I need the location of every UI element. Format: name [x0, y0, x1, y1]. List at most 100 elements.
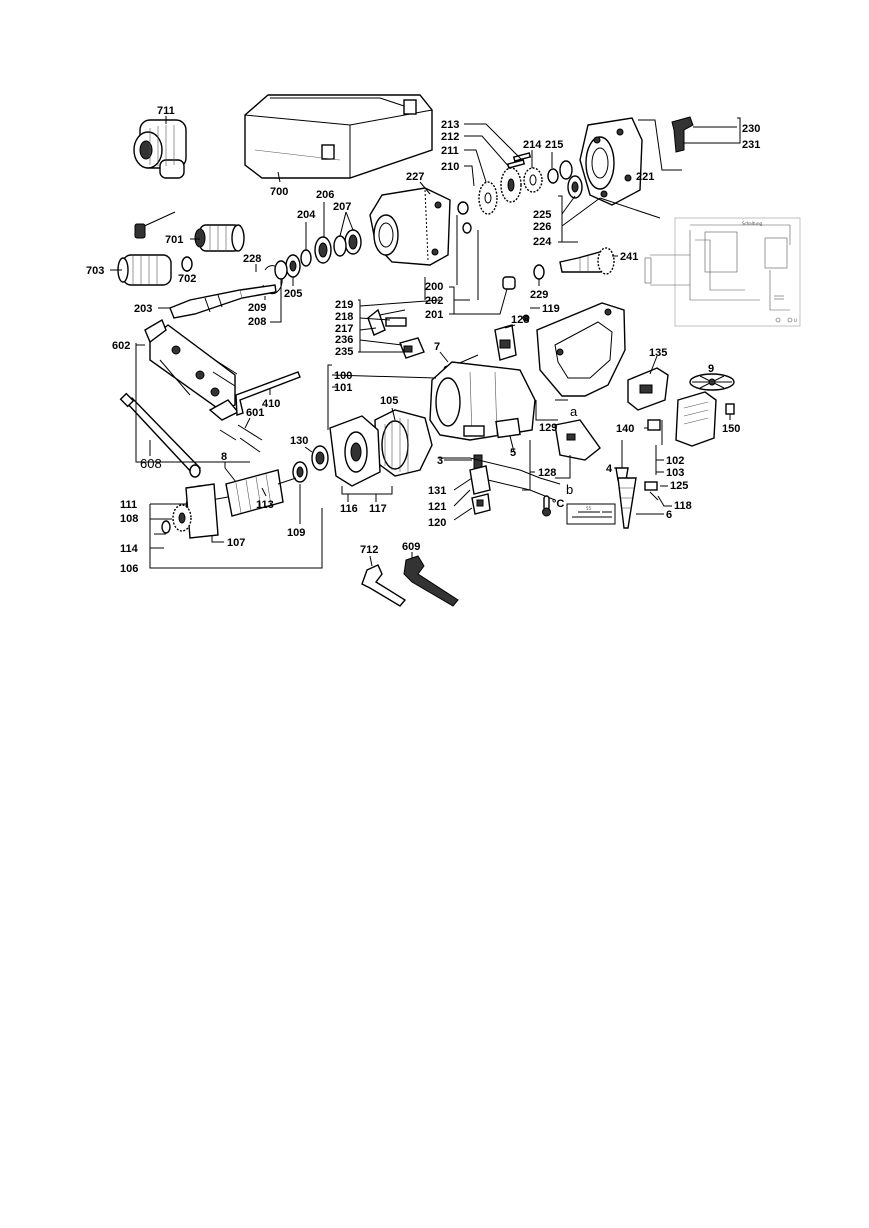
label-3: 3 [437, 455, 443, 467]
part-107-fan-guide [185, 483, 219, 539]
label-120: 120 [428, 517, 446, 529]
label-601: 601 [246, 407, 264, 419]
part-114-ring [161, 520, 171, 534]
label-109: 109 [287, 527, 305, 539]
part-212-213-pins [506, 152, 532, 169]
label-211: 211 [441, 145, 459, 157]
label-210: 210 [441, 161, 459, 173]
part-712-spanner [361, 564, 407, 607]
part-241-drive-shaft [559, 247, 615, 275]
label-128-bottom: 128 [538, 467, 556, 479]
part-219-218-spring [367, 308, 407, 336]
label-218: 218 [335, 311, 353, 323]
leader-lines [110, 116, 741, 569]
part-4-power-cable [615, 440, 629, 481]
label-224: 224 [533, 236, 552, 248]
label-8: 8 [221, 451, 227, 463]
part-end-cap [675, 391, 717, 447]
label-108: 108 [120, 513, 138, 525]
part-121-brush-holder [469, 465, 491, 495]
label-102: 102 [666, 455, 684, 467]
label-116: 116 [340, 503, 358, 515]
part-214-gear [500, 167, 522, 203]
part-113-armature [199, 469, 297, 517]
label-712: 712 [360, 544, 378, 556]
part-410-hex-key [235, 371, 301, 416]
label-118: 118 [674, 500, 692, 512]
label-206: 206 [316, 189, 334, 201]
part-701-quick-chuck [194, 224, 245, 252]
label-207: 207 [333, 201, 351, 213]
label-204: 204 [297, 209, 316, 221]
cable-strip-dimension [566, 503, 616, 525]
label-103: 103 [666, 467, 684, 479]
svg-text:U: U [794, 318, 797, 323]
label-203: 203 [134, 303, 152, 315]
svg-text:Schaltung: Schaltung [742, 221, 762, 226]
label-4: 4 [606, 463, 613, 475]
label-a: a [570, 404, 578, 419]
label-121: 121 [428, 501, 446, 513]
part-236-235-brake [399, 337, 425, 359]
label-101: 101 [334, 382, 352, 394]
label-205: 205 [284, 288, 302, 300]
part-6-cable-sleeve [617, 477, 637, 529]
label-105: 105 [380, 395, 398, 407]
part-201-sleeve [502, 276, 516, 290]
label-241: 241 [620, 251, 638, 263]
part-215-washer [547, 160, 573, 184]
part-chuck-key [134, 211, 176, 239]
label-410: 410 [262, 398, 280, 410]
label-221: 221 [636, 171, 654, 183]
part-118-125-clamp [644, 481, 659, 501]
label-9: 9 [708, 363, 714, 375]
part-609-spanner [403, 555, 459, 607]
part-224-226-bearing [567, 175, 583, 199]
part-204-washer [300, 249, 312, 267]
part-230-switch-lever [671, 116, 694, 153]
label-125: 125 [670, 480, 688, 492]
part-116-end-shield [329, 415, 381, 487]
label-5: 5 [510, 447, 516, 459]
label-6: 6 [666, 509, 672, 521]
part-labels: 711 700 213 212 211 210 214 215 230 231 … [86, 105, 760, 575]
label-702: 702 [178, 273, 196, 285]
part-700-carrying-case [244, 94, 433, 179]
part-120-brush-holder [471, 493, 491, 515]
part-129-switch [554, 419, 601, 461]
part-205-bearing [274, 254, 301, 280]
label-107: 107 [227, 537, 245, 549]
part-135-switch-cover [627, 367, 669, 411]
part-207-bearing [333, 229, 362, 257]
label-701: 701 [165, 234, 183, 246]
part-206-bearing [314, 236, 332, 264]
label-150: 150 [722, 423, 740, 435]
part-211-gear [523, 167, 543, 193]
label-227: 227 [406, 171, 424, 183]
part-130-bearing [311, 445, 329, 471]
label-700: 700 [270, 186, 288, 198]
label-213: 213 [441, 119, 459, 131]
label-135: 135 [649, 347, 667, 359]
label-225: 225 [533, 209, 551, 221]
label-231: 231 [742, 139, 760, 151]
label-228: 228 [243, 253, 261, 265]
label-130: 130 [290, 435, 308, 447]
part-108-bearing [172, 504, 192, 532]
label-201: 201 [425, 309, 443, 321]
label-106: 106 [120, 563, 138, 575]
part-8-screw [224, 467, 237, 483]
part-602-brush-holder-assembly [144, 318, 240, 421]
label-119: 119 [542, 303, 560, 315]
part-711-angle-attachment [133, 119, 187, 179]
part-601-screw [237, 424, 263, 453]
label-200: 200 [425, 281, 443, 293]
label-235: 235 [335, 346, 353, 358]
part-handle-housing [536, 302, 626, 397]
thermometer-icon [542, 495, 551, 517]
label-129: 129 [539, 422, 557, 434]
part-109-bearing [292, 461, 308, 483]
label-b: b [566, 482, 573, 497]
label-602: 602 [112, 340, 130, 352]
